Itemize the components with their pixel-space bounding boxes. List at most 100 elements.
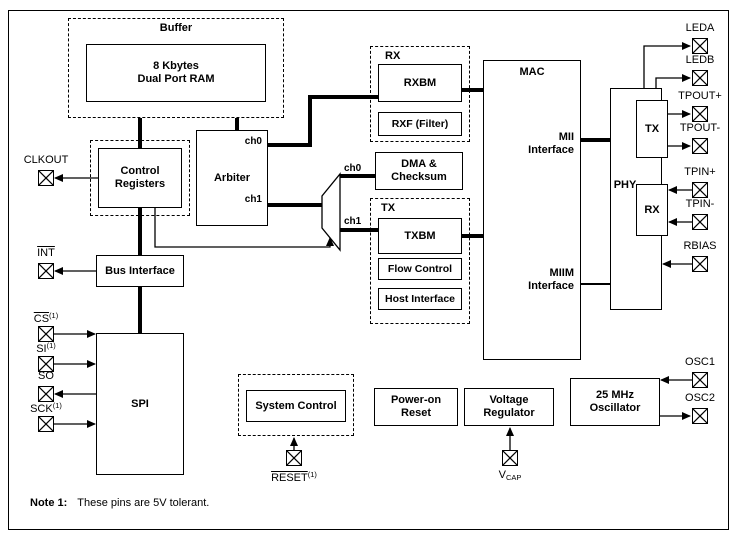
pin-x-icon (39, 264, 53, 278)
bus-interface-block: Bus Interface (96, 255, 184, 287)
rbias-text: RBIAS (683, 240, 717, 252)
dma-line: Checksum (391, 171, 447, 183)
osc2-pin-label: OSC2 (656, 392, 737, 404)
sck-pin (38, 416, 54, 432)
si-sup: (1) (46, 341, 56, 350)
miim-line: MIIM (549, 267, 574, 279)
pin-x-icon (503, 451, 517, 465)
figure-note: Note 1: These pins are 5V tolerant. (30, 497, 209, 510)
int-pin (38, 263, 54, 279)
host-interface-block: Host Interface (378, 288, 462, 310)
tpin-minus-text: TPIN- (685, 198, 715, 210)
pin-x-icon (39, 357, 53, 371)
leda-pin-label: LEDA (656, 22, 737, 34)
tpin-plus-text: TPIN+ (684, 166, 716, 178)
mac-block: MAC MII Interface MIIM Interface (483, 60, 581, 360)
system-control-label: System Control (255, 399, 337, 412)
pin-x-icon (39, 171, 53, 185)
phy-label: PHY (613, 179, 637, 191)
so-pin-label: SO (1, 370, 91, 382)
int-pin-label: INT (1, 247, 91, 259)
dma-checksum-block: DMA & Checksum (375, 152, 463, 190)
pin-x-icon (693, 39, 707, 53)
txbm-block: TXBM (378, 218, 462, 254)
vcap-pin (502, 450, 518, 466)
ram-line: 8 Kbytes (153, 60, 199, 72)
system-control-block: System Control (246, 390, 346, 422)
rx-group-label: RX (385, 50, 401, 62)
cs-pin (38, 326, 54, 342)
cs-text: CS (33, 313, 50, 325)
vcap-pin-label: VCAP (465, 469, 555, 484)
bus-interface-label: Bus Interface (105, 264, 175, 277)
sck-pin-label: SCK(1) (1, 400, 91, 415)
arbiter-ch0-label: ch0 (244, 136, 262, 147)
tpin-plus-pin-label: TPIN+ (656, 166, 737, 178)
system-control-group-box (238, 374, 354, 436)
pin-x-icon (693, 183, 707, 197)
ledb-pin (692, 70, 708, 86)
power-on-reset-line: Reset (401, 407, 431, 419)
mac-miim-interface-label: MIIM Interface (504, 267, 574, 293)
so-pin (38, 386, 54, 402)
tpout-minus-text: TPOUT- (679, 122, 721, 134)
rxf-filter-label: RXF (Filter) (391, 117, 449, 130)
reset-text: RESET (271, 472, 308, 484)
reset-sup: (1) (307, 470, 317, 479)
rbias-pin (692, 256, 708, 272)
ram-block: 8 Kbytes Dual Port RAM (86, 44, 266, 102)
voltage-regulator-line: Regulator (483, 407, 535, 419)
reset-pin-label: RESET(1) (249, 469, 339, 484)
spi-block: SPI (96, 333, 184, 475)
osc2-text: OSC2 (685, 392, 715, 404)
arbiter-block: Arbiter ch0 ch1 (196, 130, 268, 226)
ledb-text: LEDB (685, 54, 715, 66)
mux-ch1-label: ch1 (344, 216, 362, 227)
tx-group-label: TX (381, 202, 396, 214)
tx-group-box (370, 198, 470, 324)
txbm-label: TXBM (404, 229, 436, 242)
osc2-pin (692, 408, 708, 424)
tpout-minus-pin (692, 138, 708, 154)
ram-line: Dual Port RAM (137, 73, 215, 85)
sck-sup: (1) (52, 401, 62, 410)
osc1-text: OSC1 (685, 356, 715, 368)
tpin-plus-pin (692, 182, 708, 198)
mac-mii-interface-label: MII Interface (504, 131, 574, 157)
pin-x-icon (693, 409, 707, 423)
power-on-reset-block: Power-on Reset (374, 388, 458, 426)
note-number-label: Note 1: (30, 497, 68, 509)
tpout-plus-pin (692, 106, 708, 122)
clkout-text: CLKOUT (23, 154, 69, 166)
dma-line: DMA & (401, 158, 437, 170)
control-registers-line: Control (120, 165, 160, 177)
rx-group-box (370, 46, 470, 142)
arbiter-label: Arbiter (213, 171, 251, 184)
pin-x-icon (39, 327, 53, 341)
mux-ch0-label: ch0 (344, 163, 362, 174)
pin-x-icon (39, 387, 53, 401)
buffer-group-box (68, 18, 284, 118)
rxbm-block: RXBM (378, 64, 462, 102)
control-registers-block: Control Registers (98, 148, 182, 208)
power-on-reset-line: Power-on (390, 394, 442, 406)
vcap-text: V (498, 469, 506, 481)
mac-label: MAC (519, 66, 545, 78)
tpout-minus-pin-label: TPOUT- (656, 122, 737, 134)
int-text: INT (37, 247, 55, 259)
figure-border (8, 10, 729, 530)
phy-rx-block: RX (636, 184, 668, 236)
flow-control-label: Flow Control (387, 262, 453, 275)
pin-x-icon (693, 257, 707, 271)
oscillator-line: 25 MHz (596, 389, 634, 401)
cs-pin-label: CS(1) (1, 310, 91, 325)
note-text: These pins are 5V tolerant. (77, 497, 210, 509)
mii-line: MII (558, 131, 574, 143)
buffer-group-label: Buffer (159, 22, 193, 34)
oscillator-block: 25 MHz Oscillator (570, 378, 660, 426)
reset-pin (286, 450, 302, 466)
sck-text: SCK (30, 403, 53, 415)
flow-control-block: Flow Control (378, 258, 462, 280)
rxbm-label: RXBM (403, 76, 437, 89)
